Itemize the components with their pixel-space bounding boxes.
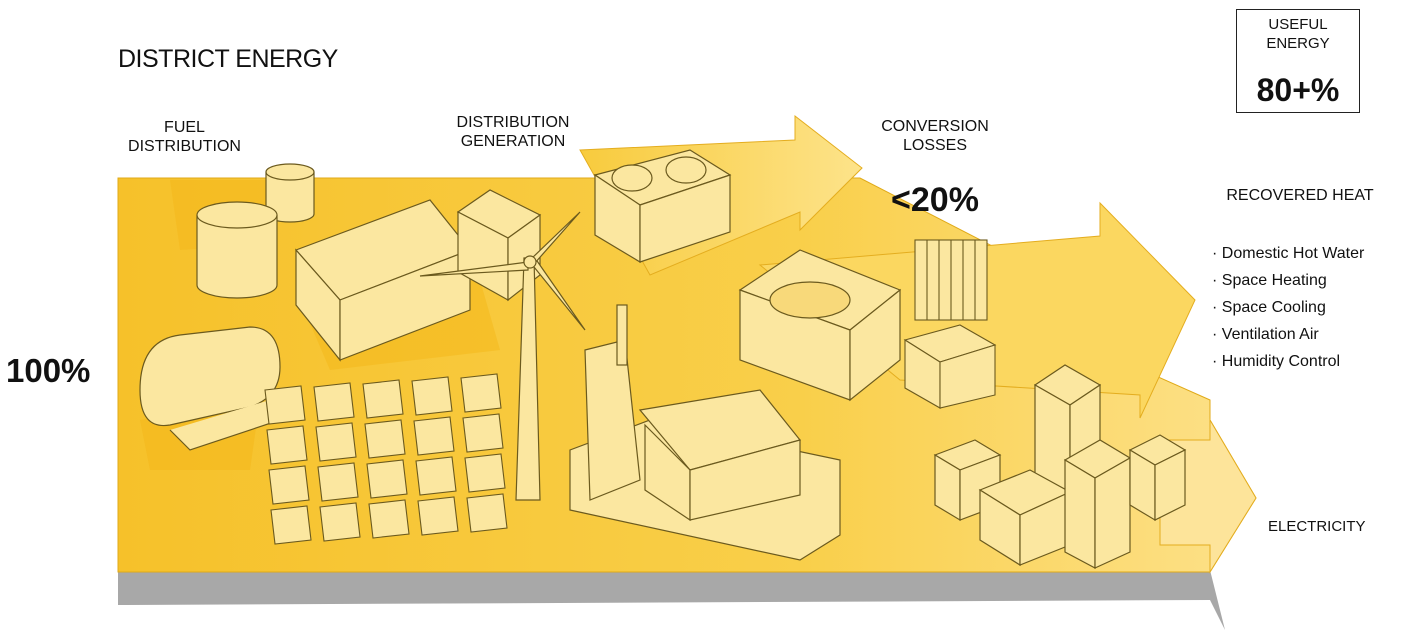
label-fuel-distribution: FUEL DISTRIBUTION <box>128 119 241 156</box>
solar-panel <box>270 505 312 545</box>
solar-panel <box>415 456 457 496</box>
city-buildings <box>933 364 1187 569</box>
label-distribution-generation: DISTRIBUTION GENERATION <box>456 114 570 151</box>
wind-turbine <box>419 211 586 501</box>
label-conversion-losses: CONVERSION LOSSES <box>881 118 989 155</box>
recovered-heat-use-item: Space Cooling <box>1212 294 1364 321</box>
solar-panel <box>268 465 310 505</box>
radiator <box>914 239 988 321</box>
input-energy-value: 100% <box>6 352 91 389</box>
label-electricity: ELECTRICITY <box>1268 518 1366 535</box>
diagram-title: DISTRICT ENERGY <box>118 45 338 73</box>
solar-panel <box>319 502 361 542</box>
solar-panel <box>462 413 504 453</box>
recovered-heat-use-item: Ventilation Air <box>1212 321 1364 348</box>
solar-panel <box>315 422 357 462</box>
solar-panel <box>466 493 508 533</box>
useful-energy-box: USEFUL ENERGY 80+% <box>1236 9 1360 113</box>
solar-panel-array <box>264 373 508 545</box>
solar-panel <box>411 376 453 416</box>
solar-panel <box>368 499 410 539</box>
recovered-heat-use-item: Humidity Control <box>1212 348 1364 375</box>
solar-panel <box>313 382 355 422</box>
solar-panel <box>366 459 408 499</box>
chiller-unit <box>593 149 732 264</box>
solar-panel <box>417 496 459 536</box>
sink <box>903 324 997 409</box>
recovered-heat-use-item: Domestic Hot Water <box>1212 240 1365 267</box>
recovered-heat-use-item: Space Heating <box>1212 267 1364 294</box>
power-plant <box>569 304 841 561</box>
label-recovered-heat: RECOVERED HEAT <box>1226 187 1374 204</box>
useful-energy-value: 80+% <box>1256 72 1340 108</box>
solar-panel <box>464 453 506 493</box>
hot-tub <box>738 249 902 402</box>
solar-panel <box>317 462 359 502</box>
storage-tank-large <box>196 201 278 299</box>
solar-panel <box>460 373 502 413</box>
recovered-heat-uses-list: Domestic Hot Water Space Heating Space C… <box>1212 240 1365 375</box>
solar-panel <box>364 419 406 459</box>
useful-energy-label: USEFUL ENERGY <box>1266 16 1330 52</box>
solar-panel <box>264 385 306 425</box>
solar-panel <box>362 379 404 419</box>
solar-panel <box>266 425 308 465</box>
solar-panel <box>413 416 455 456</box>
conversion-losses-value: <20% <box>891 181 979 219</box>
warehouse-building <box>294 199 471 362</box>
